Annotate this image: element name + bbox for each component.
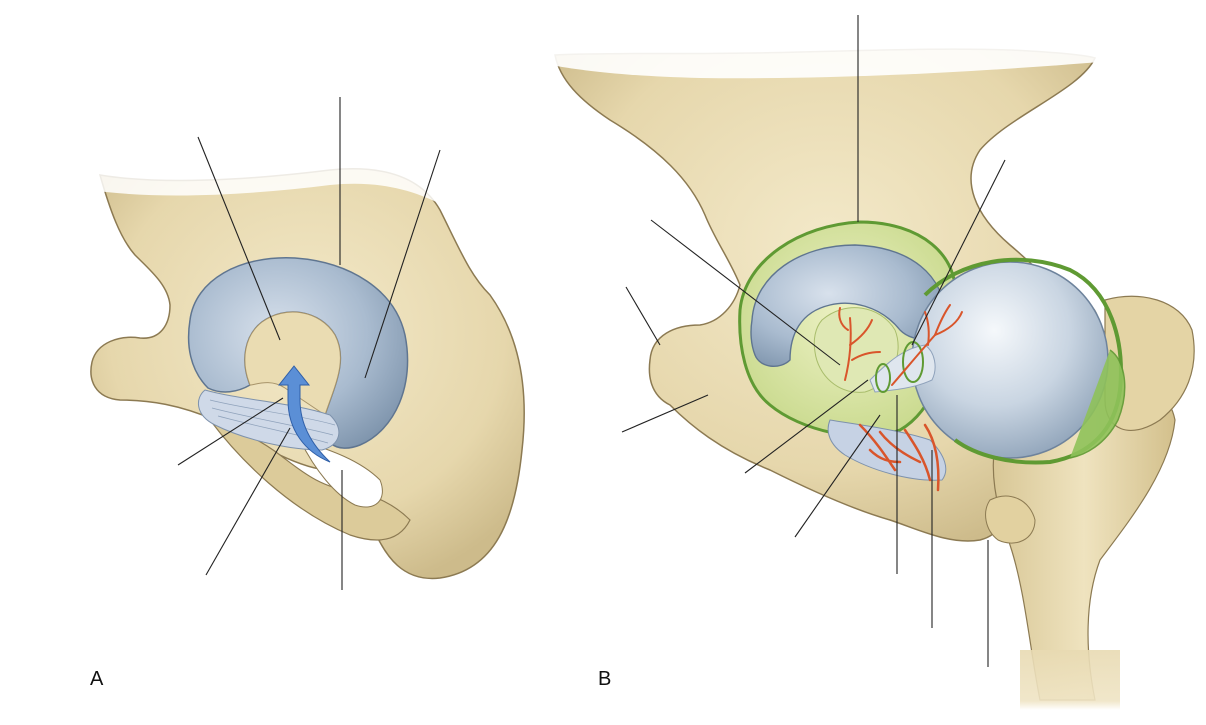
- lesser-trochanter-b: [985, 495, 1036, 544]
- greater-trochanter-b: [1104, 295, 1195, 431]
- ligament-fibers-a: [209, 399, 336, 444]
- femoral-head-b: [911, 261, 1109, 459]
- acetabular-artery-b: [838, 307, 881, 381]
- panel-label-a: A: [90, 668, 104, 690]
- panel-label-b: B: [598, 668, 612, 690]
- panel-a-figure: [90, 150, 525, 580]
- acetabular-fossa-a: [244, 311, 341, 416]
- leader-lines-a: [177, 97, 441, 590]
- ischial-ramus-a: [208, 418, 411, 541]
- curved-arrow-icon: [277, 365, 331, 463]
- panel-b-figure: [550, 30, 1195, 710]
- lunate-surface-b: [750, 244, 946, 367]
- leader-lines-b: [621, 15, 1006, 667]
- artery-of-ligament-of-head-b: [891, 304, 963, 386]
- transverse-ligament-b: [827, 419, 947, 481]
- obturator-artery-b: [858, 423, 940, 492]
